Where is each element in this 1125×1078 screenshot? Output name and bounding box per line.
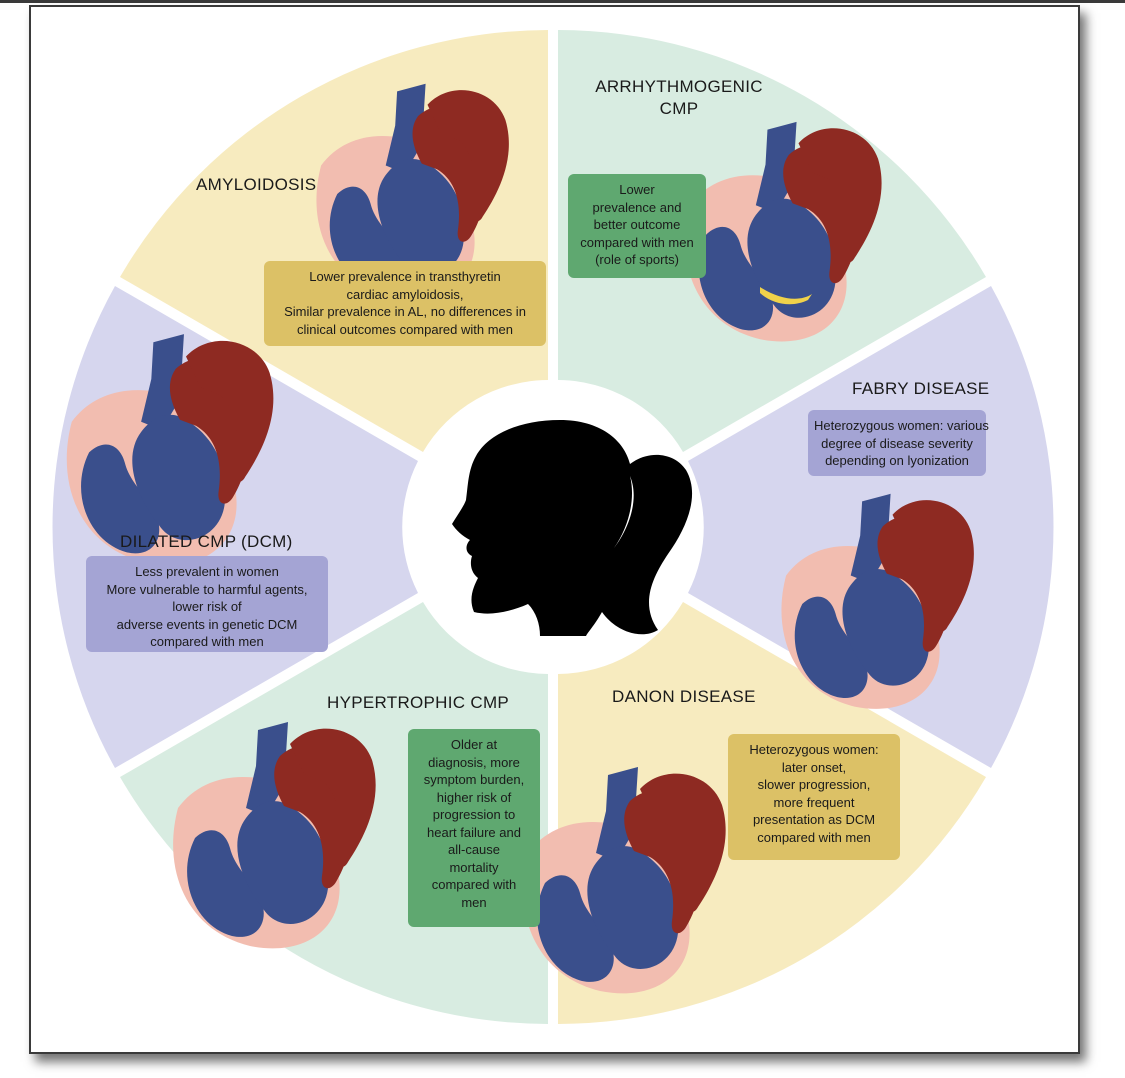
arrhythmogenic-textbox: Lower prevalence and better outcome comp… [568, 174, 706, 278]
hypertrophic-line: compared with [431, 877, 517, 892]
dilated-title: DILATED CMP (DCM) [120, 532, 293, 551]
fabry-line: depending on lyonization [825, 453, 969, 468]
amyloidosis-textbox: Lower prevalence in transthyretin cardia… [264, 261, 546, 346]
dilated-line: compared with men [150, 634, 264, 649]
arrhythmogenic-line: better outcome [593, 217, 681, 232]
hypertrophic-line: diagnosis, more [428, 754, 520, 770]
hypertrophic-line: men [461, 894, 487, 910]
fabry-line: Heterozygous women: various [814, 418, 989, 433]
dilated-line: lower risk of [172, 599, 242, 614]
dilated-textbox: Less prevalent in women More vulnerable … [86, 556, 328, 652]
top-rule [0, 0, 1125, 3]
dilated-line: More vulnerable to harmful agents, [106, 581, 308, 597]
dilated-line: adverse events in genetic DCM [116, 616, 298, 632]
danon-line: more frequent [773, 794, 855, 810]
arrhythmogenic-title: ARRHYTHMOGENIC CMP [584, 76, 774, 120]
arrhythmogenic-title-line: CMP [659, 99, 699, 118]
fat-deposit-highlight [760, 287, 812, 305]
amyloidosis-line: Similar prevalence in AL, no differences… [284, 304, 526, 319]
fabry-line: degree of disease severity [821, 435, 973, 451]
amyloidosis-line: Lower prevalence in transthyretin [309, 269, 501, 284]
arrhythmogenic-line: compared with men [580, 234, 694, 250]
amyloidosis-title: AMYLOIDOSIS [196, 175, 317, 194]
danon-textbox: Heterozygous women: later onset, slower … [728, 734, 900, 860]
hypertrophic-line: mortality [449, 859, 499, 875]
hypertrophic-textbox: Older at diagnosis, more symptom burden,… [408, 729, 540, 927]
arrhythmogenic-title-line: ARRHYTHMOGENIC [595, 77, 763, 96]
hypertrophic-line: higher risk of [436, 789, 512, 805]
hypertrophic-title: HYPERTROPHIC CMP [327, 693, 510, 712]
hypertrophic-line: heart failure and [427, 824, 521, 840]
danon-line: compared with men [757, 829, 871, 845]
arrhythmogenic-line: prevalence and [592, 199, 682, 215]
arrhythmogenic-line: Lower [619, 182, 655, 197]
hypertrophic-line: progression to [432, 807, 516, 822]
danon-title: DANON DISEASE [612, 687, 756, 706]
amyloidosis-line: cardiac amyloidosis, [346, 286, 464, 302]
dilated-line: Less prevalent in women [135, 564, 279, 579]
amyloidosis-line: clinical outcomes compared with men [296, 321, 514, 337]
danon-line: later onset, [781, 759, 847, 775]
arrhythmogenic-line: (role of sports) [595, 252, 679, 267]
woman-head-silhouette-icon [452, 420, 693, 636]
hypertrophic-line: Older at [450, 737, 498, 752]
fabry-textbox: Heterozygous women: various degree of di… [808, 410, 989, 476]
fabry-title: FABRY DISEASE [852, 379, 990, 398]
hypertrophic-line: symptom burden, [423, 772, 525, 787]
danon-line: Heterozygous women: [749, 742, 879, 757]
danon-line: presentation as DCM [752, 812, 876, 827]
danon-line: slower progression, [757, 777, 871, 792]
hypertrophic-line: all-cause [447, 842, 501, 857]
